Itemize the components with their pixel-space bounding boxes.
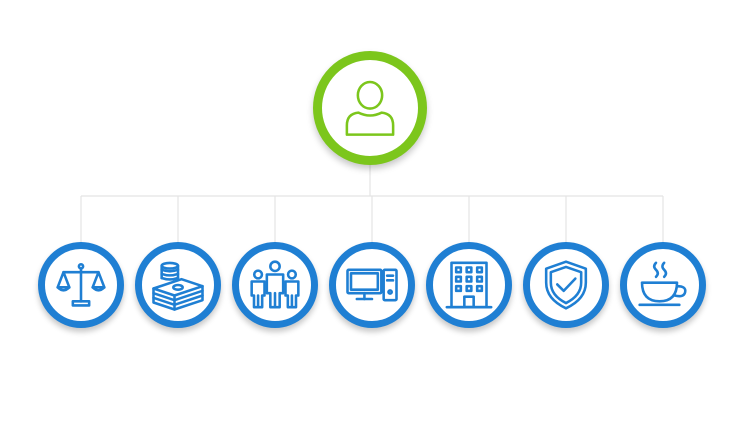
root-node — [313, 51, 427, 165]
child-node-scales — [38, 242, 124, 328]
shield-check-icon — [544, 260, 588, 310]
child-node-computer — [329, 242, 415, 328]
child-node-building — [426, 242, 512, 328]
desktop-computer-icon — [346, 268, 398, 302]
money-stack-icon — [152, 261, 204, 311]
person-icon — [345, 80, 395, 136]
coffee-cup-icon — [638, 261, 687, 307]
child-node-people — [232, 242, 318, 328]
group-of-people-icon — [250, 260, 300, 309]
scales-of-justice-icon — [56, 262, 106, 307]
office-building-icon — [445, 261, 493, 309]
child-node-coffee — [620, 242, 706, 328]
child-node-money — [135, 242, 221, 328]
child-node-shield — [523, 242, 609, 328]
